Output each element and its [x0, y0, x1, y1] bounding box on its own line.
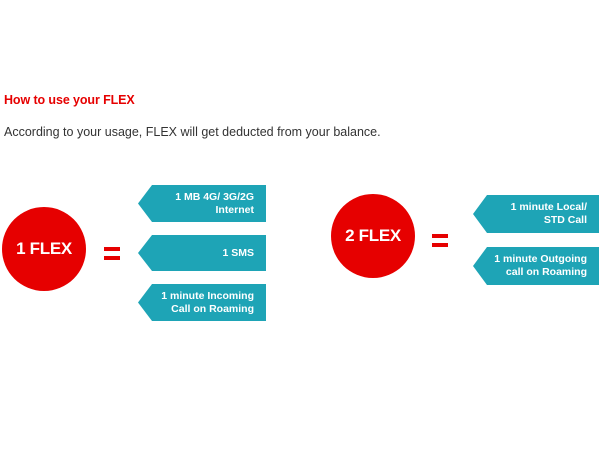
page-description: According to your usage, FLEX will get d…	[4, 125, 381, 139]
usage-tag-line: Internet	[215, 203, 254, 216]
usage-tag-line: 1 minute Incoming	[161, 289, 254, 302]
usage-tag-internet: 1 MB 4G/ 3G/2G Internet	[138, 185, 266, 222]
flex-badge-1: 1 FLEX	[2, 207, 86, 291]
usage-tag-incoming-roaming: 1 minute Incoming Call on Roaming	[138, 284, 266, 321]
usage-tag-line: 1 SMS	[222, 246, 254, 259]
usage-tag-sms: 1 SMS	[138, 235, 266, 271]
usage-tag-line: call on Roaming	[505, 266, 587, 278]
usage-tag-line: 1 minute Local/	[510, 201, 587, 213]
usage-tag-outgoing-roaming: 1 minute Outgoing call on Roaming	[473, 247, 599, 285]
flex-badge-2: 2 FLEX	[331, 194, 415, 278]
usage-tag-line: STD Call	[543, 214, 587, 226]
usage-tag-line: 1 minute Outgoing	[494, 253, 587, 265]
usage-tag-line: 1 MB 4G/ 3G/2G	[175, 190, 254, 203]
usage-tag-line: Call on Roaming	[171, 302, 254, 315]
page-title: How to use your FLEX	[4, 93, 135, 107]
equals-icon	[104, 247, 120, 260]
usage-tag-local-std: 1 minute Local/ STD Call	[473, 195, 599, 233]
equals-icon	[432, 234, 448, 247]
